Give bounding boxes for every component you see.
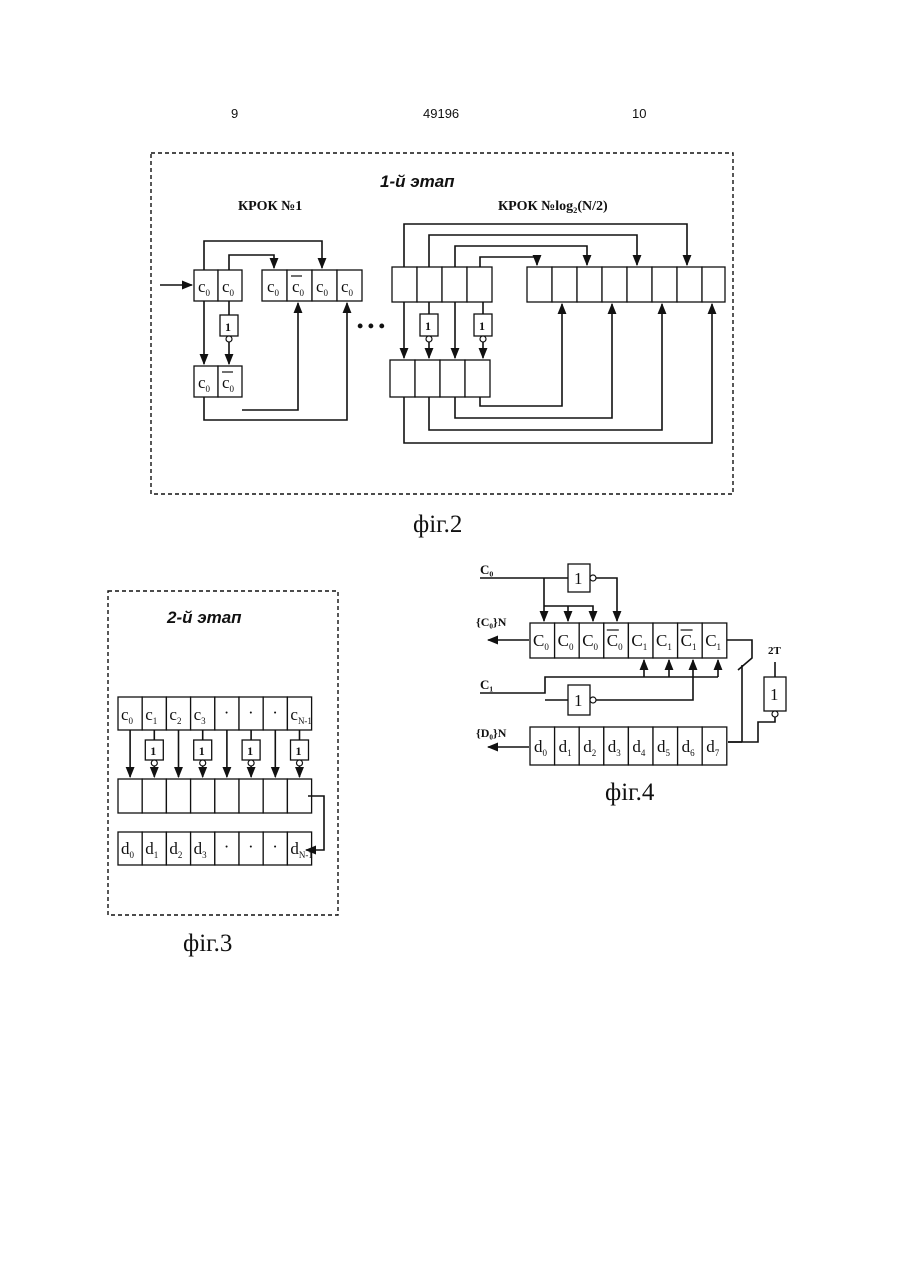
fig3-c-dot: · bbox=[224, 703, 230, 722]
fig4-inverter-top: 1 bbox=[568, 564, 596, 592]
svg-text:1: 1 bbox=[770, 685, 779, 704]
fig4-diagram: C₀ C₁ {C₀}N {D₀}N 2T C0C0C0C0C1C1C1C1 d0… bbox=[476, 562, 786, 806]
fig3-inverter-label: 1 bbox=[150, 744, 156, 758]
fig2-step1-lower-register: c0 c0 bbox=[194, 366, 242, 397]
fig4-input-c1: C₁ bbox=[480, 677, 493, 692]
fig3-d-dot: · bbox=[224, 837, 230, 856]
fig3-inverter-bubble bbox=[200, 760, 206, 766]
fig4-c-register: C0C0C0C0C1C1C1C1 bbox=[530, 623, 727, 658]
fig2-step1-input-register: c0 c0 bbox=[194, 270, 242, 301]
svg-text:1: 1 bbox=[574, 569, 583, 588]
fig2-step1-wiring bbox=[160, 241, 347, 420]
fig4-output-d0: {D₀}N bbox=[476, 726, 507, 740]
fig3-d-dot: · bbox=[248, 837, 254, 856]
fig3-inverter-label: 1 bbox=[199, 744, 205, 758]
fig4-d-register: d0d1d2d3d4d5d6d7 bbox=[530, 727, 727, 765]
fig3-c-dot: · bbox=[248, 703, 254, 722]
fig4-output-c0: {C₀}N bbox=[476, 615, 507, 629]
fig3-mid-cell bbox=[263, 779, 287, 813]
fig4-input-c0: C₀ bbox=[480, 562, 493, 577]
fig3-mid-cell bbox=[118, 779, 142, 813]
fig2-stepn-label: КРОК №log₂(N/2) bbox=[498, 199, 608, 214]
svg-text:1: 1 bbox=[225, 320, 231, 334]
svg-text:1: 1 bbox=[479, 319, 485, 333]
fig3-mid-cell bbox=[191, 779, 215, 813]
fig2-stage-title: 1-й этап bbox=[380, 172, 455, 191]
fig2-step1-label: КРОК №1 bbox=[238, 199, 302, 214]
fig3-inverter-bubble bbox=[151, 760, 157, 766]
fig2-continuation-dots: • • • bbox=[357, 316, 385, 336]
fig2-stepn-inverters: 1 1 bbox=[420, 314, 492, 342]
fig2-step1-output-register: c0 c0 c0 c0 bbox=[262, 270, 362, 301]
fig4-inverter-right: 1 bbox=[764, 677, 786, 717]
fig3-mid-cell bbox=[142, 779, 166, 813]
fig3-stage-title: 2-й этап bbox=[166, 608, 242, 627]
fig3-mid-cell bbox=[239, 779, 263, 813]
svg-text:1: 1 bbox=[425, 319, 431, 333]
fig2-stepn-lower-register bbox=[390, 360, 490, 397]
fig2-diagram: 1-й этап КРОК №1 КРОК №log₂(N/2) c0 c0 c… bbox=[151, 153, 733, 538]
fig4-2t-label: 2T bbox=[768, 645, 782, 657]
fig2-stepn-wiring bbox=[404, 224, 712, 443]
fig3-inverter-bubble bbox=[248, 760, 254, 766]
fig3-mid-cell bbox=[287, 779, 311, 813]
fig3-wiring: 1 1 1 1 bbox=[130, 730, 308, 777]
fig3-c-register: c0c1c2c3···cN-1 bbox=[118, 697, 312, 730]
fig3-c-dot: · bbox=[272, 703, 278, 722]
fig3-d-register: d0d1d2d3···dN-1 bbox=[118, 832, 313, 865]
fig2-stepn-output-register bbox=[527, 267, 725, 302]
fig4-wiring bbox=[480, 578, 775, 747]
fig2-stepn-upper-register bbox=[392, 267, 492, 302]
fig3-inverter-bubble bbox=[297, 760, 303, 766]
fig3-mid-cell bbox=[215, 779, 239, 813]
fig4-caption: фіг.4 bbox=[605, 779, 655, 806]
fig3-inverter-label: 1 bbox=[247, 744, 253, 758]
fig4-inverter-mid: 1 bbox=[568, 685, 596, 715]
fig3-mid-cell bbox=[166, 779, 190, 813]
fig3-d-dot: · bbox=[272, 837, 278, 856]
fig3-inverter-label: 1 bbox=[296, 744, 302, 758]
fig3-caption: фіг.3 bbox=[183, 930, 232, 957]
fig2-step1-inverter: 1 bbox=[220, 315, 238, 342]
svg-text:1: 1 bbox=[574, 691, 583, 710]
fig3-middle-register bbox=[118, 779, 312, 813]
fig3-diagram: 2-й этап c0c1c2c3···cN-1 d0d1d2d3···dN-1… bbox=[108, 591, 338, 957]
fig2-caption: фіг.2 bbox=[413, 511, 462, 538]
